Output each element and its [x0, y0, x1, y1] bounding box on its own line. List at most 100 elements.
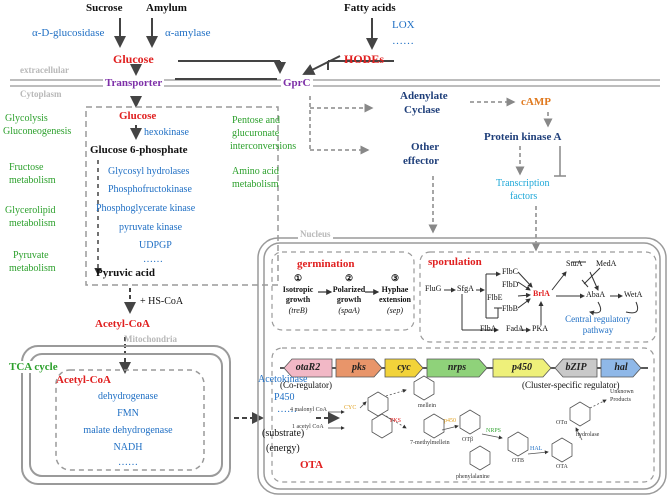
- alpha-amylase-label: α-amylase: [165, 27, 211, 39]
- node-meda: MedA: [596, 259, 617, 268]
- pathway-fructose-metabolism: metabolism: [9, 175, 56, 186]
- gene-nrps: nrps: [447, 362, 467, 373]
- pathway-pentose-3: interconversions: [230, 141, 297, 152]
- gene-arrows: [283, 358, 642, 378]
- hs-coa-label: + HS-CoA: [140, 296, 184, 307]
- node-stua: StuA: [566, 259, 583, 268]
- fatty-acids-label: Fatty acids: [344, 2, 396, 14]
- mito-fmn: FMN: [117, 408, 139, 419]
- node-weta: WetA: [624, 290, 643, 299]
- other-label: Other: [411, 141, 440, 153]
- germ-step-1-a: Isotropic: [282, 285, 314, 294]
- g6p-label: Glucose 6-phosphate: [90, 144, 188, 156]
- node-flbc: FlbC: [502, 267, 519, 276]
- cluster-box: [271, 347, 655, 483]
- hodes-gprc-arrow: [302, 55, 341, 75]
- extracellular-label: extracellular: [20, 65, 69, 75]
- ota-mellein: mellein: [418, 403, 436, 409]
- lox-dots: ……: [392, 35, 414, 47]
- pathway-glycolysis: Glycolysis: [5, 113, 48, 124]
- ota-malonyl: 4 malonyl CoA: [290, 407, 327, 413]
- ota-otb: OTβ: [462, 437, 474, 443]
- adenylate-label: Adenylate: [400, 90, 448, 102]
- factors-label: factors: [510, 191, 538, 202]
- node-pka: PKA: [532, 324, 549, 333]
- gene-arrow-bzip: [554, 358, 598, 378]
- effector-label: effector: [403, 155, 440, 167]
- p450-label: P450: [274, 392, 295, 403]
- central-pathway-2: pathway: [582, 325, 614, 335]
- gene-arrow-cyc: [384, 358, 424, 378]
- gene-hal: hal: [614, 362, 628, 373]
- enzyme-dots: ……: [143, 254, 163, 265]
- node-flbb: FlbB: [502, 304, 519, 313]
- ota-ota: OTA: [556, 464, 568, 470]
- pathway-pyruvate-metabolism: metabolism: [9, 263, 56, 274]
- germ-step-1-b: growth: [285, 295, 311, 304]
- node-fada: FadA: [506, 324, 524, 333]
- amylum-label: Amylum: [146, 2, 187, 14]
- ota-otb2: OTB: [512, 458, 524, 464]
- gene-arrow-pks: [335, 358, 383, 378]
- gene-pks: pks: [352, 362, 366, 373]
- node-flug: FluG: [425, 284, 442, 293]
- sporulation-box: [419, 251, 657, 343]
- pathway-amino-1: Amino acid: [232, 166, 279, 177]
- germ-step-2-b: growth: [336, 295, 362, 304]
- node-brla: BrlA: [533, 289, 550, 298]
- gene-bzip: bZIP: [565, 362, 587, 373]
- cytoplasm-label: Cytoplasm: [20, 89, 62, 99]
- gene-otar2: otaR2: [295, 362, 321, 373]
- ota-nrps: NRPS: [486, 428, 502, 434]
- ota-pathway: [328, 375, 607, 471]
- pathway-glycerolipid: Glycerolipid: [5, 205, 56, 216]
- enzyme-udpgp: UDPGP: [139, 240, 172, 251]
- acetokinase-label: Acetokinase: [258, 374, 308, 385]
- sucrose-label: Sucrose: [86, 2, 123, 14]
- acetyl-coa-inner-label: Acetyl-CoA: [56, 374, 111, 386]
- ota-title: OTA: [300, 459, 324, 471]
- germination-box: [271, 251, 415, 331]
- ota-phenylalanine: phenylalanine: [456, 474, 490, 480]
- node-flbd: FlbD: [502, 280, 519, 289]
- germ-step-2-a: Polarized: [332, 285, 366, 294]
- hodes-label: HODEs: [344, 52, 385, 66]
- ota-products: Products: [610, 397, 631, 403]
- pka-label: Protein kinase A: [484, 131, 562, 143]
- mitochondria-outer: [21, 345, 231, 485]
- gene-p450: p450: [512, 362, 532, 373]
- sporulation-network: [444, 261, 639, 333]
- germ-step-3-b: extension: [379, 295, 411, 304]
- node-sfga: SfgA: [457, 284, 474, 293]
- mito-malate: malate dehydrogenase: [83, 425, 173, 436]
- cluster-regulator-label: (Cluster-specific regulator): [522, 380, 620, 390]
- acetyl-coa-label: Acetyl-CoA: [95, 318, 150, 330]
- germ-num-1: ①: [293, 273, 303, 283]
- node-flbe: FlbE: [487, 293, 503, 302]
- glycolysis-box: [85, 106, 279, 286]
- transcription-label: Transcription: [496, 178, 550, 189]
- pyruvic-acid-label: Pyruvic acid: [96, 267, 155, 279]
- hexokinase-label: hexokinase: [144, 127, 189, 138]
- node-abaa: AbaA: [586, 290, 606, 299]
- pathway-gluconeogenesis: Gluconeogenesis: [3, 126, 72, 137]
- enzyme-phosphofructokinase: Phosphofructokinase: [108, 184, 192, 195]
- pathway-glycerolipid-metabolism: metabolism: [9, 218, 56, 229]
- nucleus-label: Nucleus: [298, 229, 333, 240]
- germ-gene-3: (sep): [387, 306, 403, 315]
- camp-label: cAMP: [521, 96, 551, 108]
- glucose-inner-label: Glucose: [119, 110, 157, 122]
- germ-gene-1: (treB): [288, 306, 308, 315]
- glucose-label: Glucose: [113, 52, 154, 66]
- germ-num-3: ③: [390, 273, 400, 283]
- germ-gene-2: (spaA): [338, 306, 360, 315]
- enzyme-phosphoglycerate: Phosphoglycerate kinase: [96, 203, 196, 214]
- pathway-fructose: Fructose: [9, 162, 44, 173]
- nucleus-inner: [263, 242, 661, 490]
- mito-dehydrogenase: dehydrogenase: [98, 391, 158, 402]
- germ-num-2: ②: [344, 273, 354, 283]
- gene-arrow-otar2: [283, 358, 333, 378]
- transporter-label: Transporter: [103, 77, 165, 90]
- ota-hal: HAL: [530, 446, 543, 452]
